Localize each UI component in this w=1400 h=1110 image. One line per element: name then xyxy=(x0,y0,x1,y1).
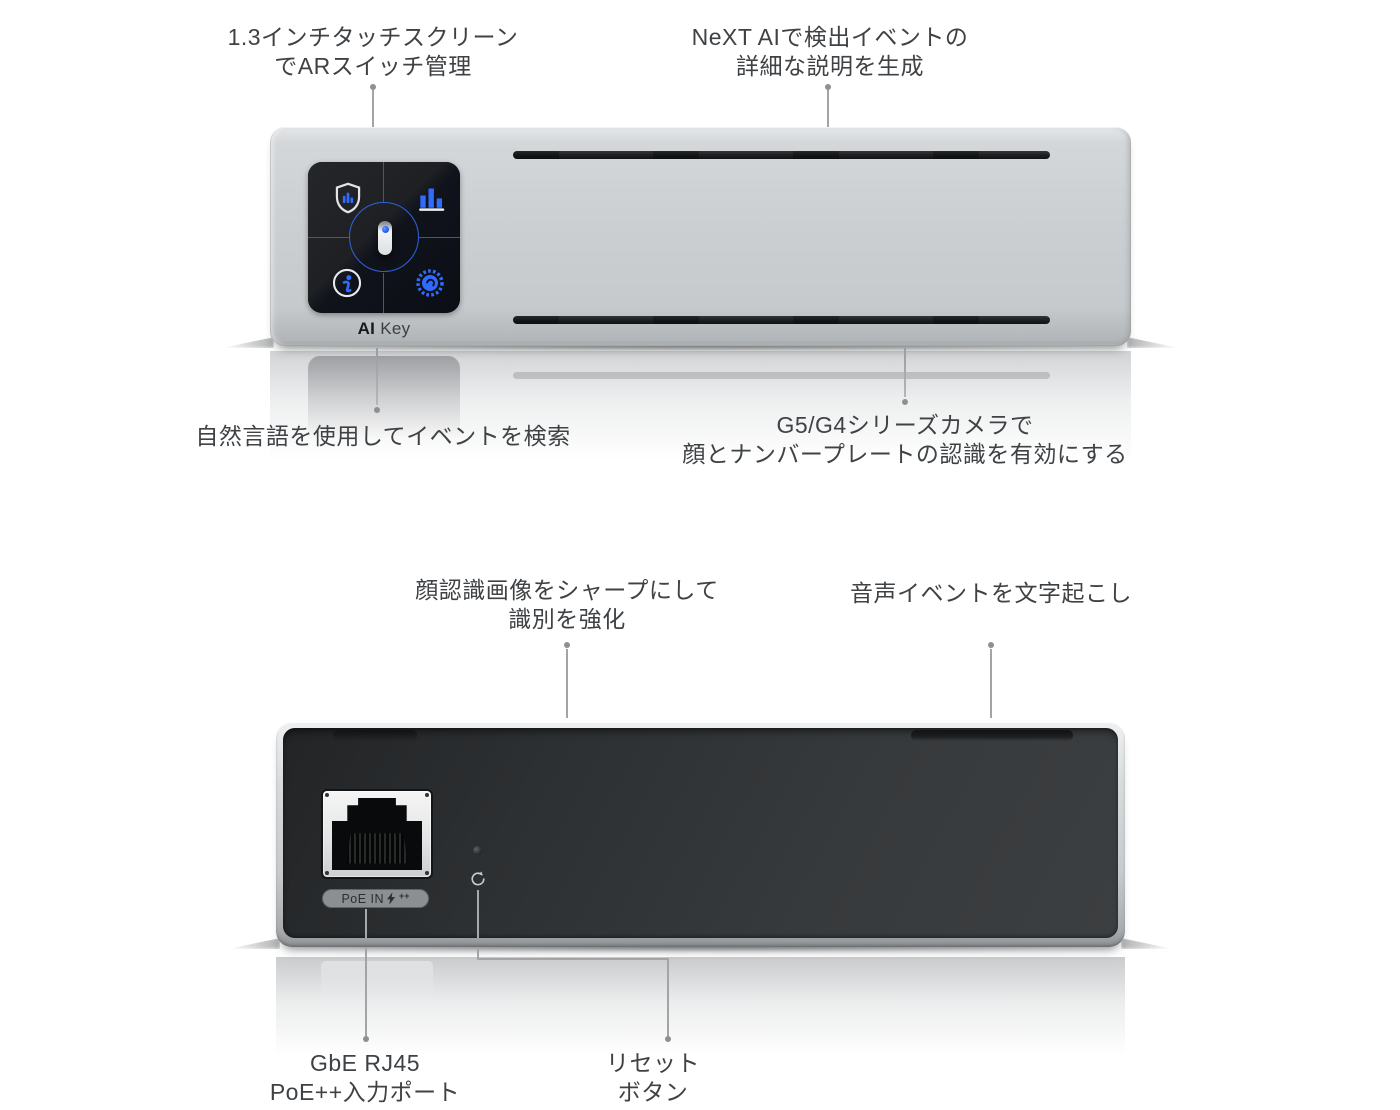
front-reflection-screen xyxy=(308,356,460,448)
label-touchscreen-line1: 1.3インチタッチスクリーン xyxy=(227,24,519,50)
connector-line xyxy=(477,890,479,938)
connector-line xyxy=(667,958,669,1036)
connector-line xyxy=(477,947,479,960)
screw-icon xyxy=(425,871,429,875)
device-name-label: AI Key xyxy=(308,319,460,339)
rj45-pins xyxy=(346,833,408,864)
label-gbe-port-line1: GbE RJ45 xyxy=(309,1050,421,1076)
label-face-enhance-line1: 顔認識画像をシャープにして xyxy=(415,577,719,603)
label-gbe-port-line2: PoE++入力ポート xyxy=(269,1079,461,1105)
label-reset-line2: ボタン xyxy=(617,1079,689,1105)
led-indicator xyxy=(473,846,482,855)
label-audio-transcribe: 音声イベントを文字起こし xyxy=(791,579,1191,608)
label-next-ai-line2: 詳細な説明を生成 xyxy=(736,53,924,79)
connector-dot xyxy=(902,399,908,405)
device-name-ai: AI xyxy=(357,319,376,338)
label-natural-language-text: 自然言語を使用してイベントを検索 xyxy=(195,423,571,449)
front-reflection xyxy=(270,351,1131,476)
label-face-enhance: 顔認識画像をシャープにして 識別を強化 xyxy=(367,576,767,634)
label-audio-transcribe-text: 音声イベントを文字起こし xyxy=(850,580,1132,606)
label-touchscreen-line2: でARスイッチ管理 xyxy=(274,53,472,79)
label-camera-recognition: G5/G4シリーズカメラで 顔とナンバープレートの認識を有効にする xyxy=(675,411,1135,469)
rear-shadow-wing-right xyxy=(1121,938,1173,949)
label-camera-recognition-line1: G5/G4シリーズカメラで xyxy=(776,412,1034,438)
connector-line xyxy=(904,348,906,397)
screw-icon xyxy=(325,793,329,797)
poe-plus-text: ++ xyxy=(399,890,410,901)
label-gbe-port: GbE RJ45 PoE++入力ポート xyxy=(165,1049,565,1107)
rear-shadow-wing-left xyxy=(228,938,280,949)
connector-line xyxy=(365,909,367,938)
front-shadow-wing-left xyxy=(222,337,274,348)
crosshair-line xyxy=(419,237,460,239)
front-shadow-wing-right xyxy=(1127,337,1179,348)
label-face-enhance-line2: 識別を強化 xyxy=(508,606,626,632)
camera-lens-dot xyxy=(381,226,389,233)
speaker-vent-bottom xyxy=(513,316,1050,324)
screw-icon xyxy=(425,793,429,797)
rj45-socket xyxy=(332,798,422,870)
label-next-ai-line1: NeXT AIで検出イベントの xyxy=(691,24,969,50)
connector-line xyxy=(990,649,992,718)
poe-in-label: PoE IN ++ xyxy=(322,889,429,908)
label-natural-language: 自然言語を使用してイベントを検索 xyxy=(183,422,583,451)
connector-line xyxy=(566,649,568,718)
poe-bolt-icon xyxy=(387,892,396,905)
touchscreen-display xyxy=(308,162,460,313)
ai-key-device-rear: PoE IN ++ xyxy=(276,722,1125,947)
label-camera-recognition-line2: 顔とナンバープレートの認識を有効にする xyxy=(682,441,1128,467)
connector-dot xyxy=(374,407,380,413)
poe-in-text: PoE IN xyxy=(341,891,385,906)
connector-dot xyxy=(363,1036,369,1042)
front-reflection-vent xyxy=(513,372,1050,379)
rear-vent-notch-right xyxy=(911,730,1073,741)
rear-reflection-rj45 xyxy=(321,961,433,1009)
connector-dot xyxy=(825,84,831,90)
rj45-port xyxy=(321,789,433,879)
device-name-key: Key xyxy=(380,319,411,338)
ai-key-device-front: AI Key xyxy=(270,127,1131,346)
connector-line xyxy=(477,958,669,960)
screw-icon xyxy=(325,871,329,875)
ai-key-device-icon xyxy=(378,221,392,255)
label-touchscreen: 1.3インチタッチスクリーン でARスイッチ管理 xyxy=(173,23,573,81)
reset-arrow-icon xyxy=(469,870,487,888)
rear-panel: PoE IN ++ xyxy=(283,728,1118,938)
label-reset-line1: リセット xyxy=(606,1050,700,1076)
rear-reflection xyxy=(276,957,1125,1069)
label-next-ai: NeXT AIで検出イベントの 詳細な説明を生成 xyxy=(630,23,1030,81)
label-reset-button: リセット ボタン xyxy=(453,1049,853,1107)
connector-line xyxy=(827,90,829,127)
connector-line xyxy=(365,947,367,1036)
gear-icon xyxy=(414,267,446,299)
connector-dot xyxy=(370,84,376,90)
connector-dot xyxy=(665,1036,671,1042)
connector-line xyxy=(372,90,374,127)
connector-dot xyxy=(564,642,570,648)
crosshair-line xyxy=(308,237,349,239)
connector-dot xyxy=(988,642,994,648)
speaker-vent-top xyxy=(513,151,1050,159)
bar-chart-icon xyxy=(418,186,446,212)
crosshair-circle xyxy=(349,202,419,272)
info-icon xyxy=(332,268,362,298)
rear-vent-notch-left xyxy=(333,730,417,741)
connector-line xyxy=(376,348,378,405)
crosshair-line xyxy=(383,162,385,202)
crosshair-line xyxy=(383,273,385,313)
shield-chart-icon xyxy=(333,182,363,214)
